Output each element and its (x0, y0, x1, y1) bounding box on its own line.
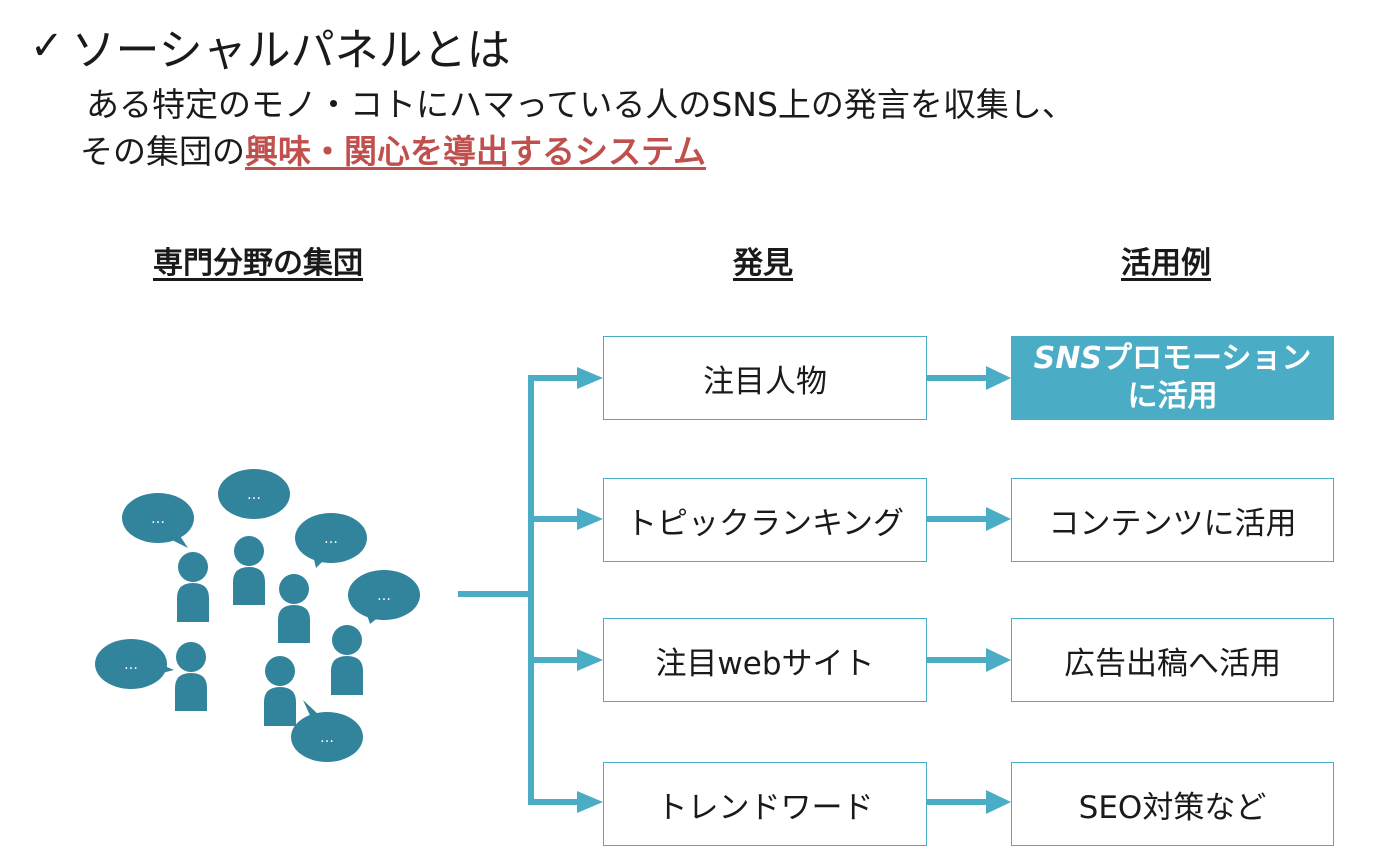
description-line-2: その集団の興味・関心を導出するシステム (80, 131, 706, 173)
discovery-box-2: トピックランキング (603, 478, 927, 562)
page-title-text: ソーシャルパネルとは (71, 25, 511, 76)
arrow-right-icon (986, 507, 1011, 531)
column-header-usage: 活用例 (1121, 246, 1211, 281)
people-group (175, 536, 363, 726)
speech-bubble-icon: … (122, 493, 194, 548)
arrow-right-icon (577, 791, 603, 813)
bubble-text: … (324, 531, 338, 547)
arrow-right-icon (986, 366, 1011, 390)
speech-bubbles: … … … … … … (95, 469, 420, 762)
bubble-text: … (247, 487, 261, 503)
arrow-right-icon (577, 508, 603, 530)
bubble-text: … (377, 588, 391, 604)
arrow-right-icon (986, 648, 1011, 672)
person-icon (278, 574, 310, 643)
description-highlight: 興味・関心を導出するシステム (245, 132, 707, 171)
person-icon (331, 625, 363, 695)
arrow-right-icon (577, 649, 603, 671)
description-prefix: その集団の (80, 132, 245, 171)
usage-box-1-promo: プロモーション (1101, 341, 1312, 376)
usage-box-1-line-2: に活用 (1127, 379, 1218, 414)
person-icon (175, 642, 207, 711)
usage-box-1-sns: SNS (1033, 341, 1102, 376)
bubble-text: … (124, 657, 138, 673)
usage-box-3: 広告出稿へ活用 (1011, 618, 1334, 702)
person-icon (177, 552, 209, 622)
discovery-box-3: 注目webサイト (603, 618, 927, 702)
speech-bubble-icon: … (291, 700, 363, 762)
usage-box-4: SEO対策など (1011, 762, 1334, 846)
usage-box-1: SNSプロモーション に活用 (1011, 336, 1334, 420)
speech-bubble-icon: … (95, 639, 174, 689)
discovery-box-1: 注目人物 (603, 336, 927, 420)
usage-arrows (927, 366, 1011, 814)
speech-bubble-icon: … (218, 469, 290, 519)
speech-bubble-icon: … (348, 570, 420, 624)
checkmark-icon: ✓ (30, 23, 64, 69)
column-header-group: 専門分野の集団 (153, 246, 363, 281)
usage-box-1-line-1: SNSプロモーション (1034, 340, 1312, 378)
person-icon (264, 656, 296, 726)
arrow-right-icon (577, 367, 603, 389)
arrow-right-icon (986, 790, 1011, 814)
page-title: ✓ ソーシャルパネルとは (30, 18, 511, 76)
person-icon (233, 536, 265, 605)
column-header-discovery: 発見 (733, 246, 793, 281)
bubble-text: … (320, 730, 334, 746)
branch-arrowheads (577, 367, 603, 813)
bubble-text: … (151, 511, 165, 527)
description-line-1: ある特定のモノ・コトにハマっている人のSNS上の発言を収集し、 (86, 85, 1075, 124)
discovery-box-4: トレンドワード (603, 762, 927, 846)
speech-bubble-icon: … (295, 513, 367, 568)
usage-box-2: コンテンツに活用 (1011, 478, 1334, 562)
connector-lines (458, 375, 580, 805)
